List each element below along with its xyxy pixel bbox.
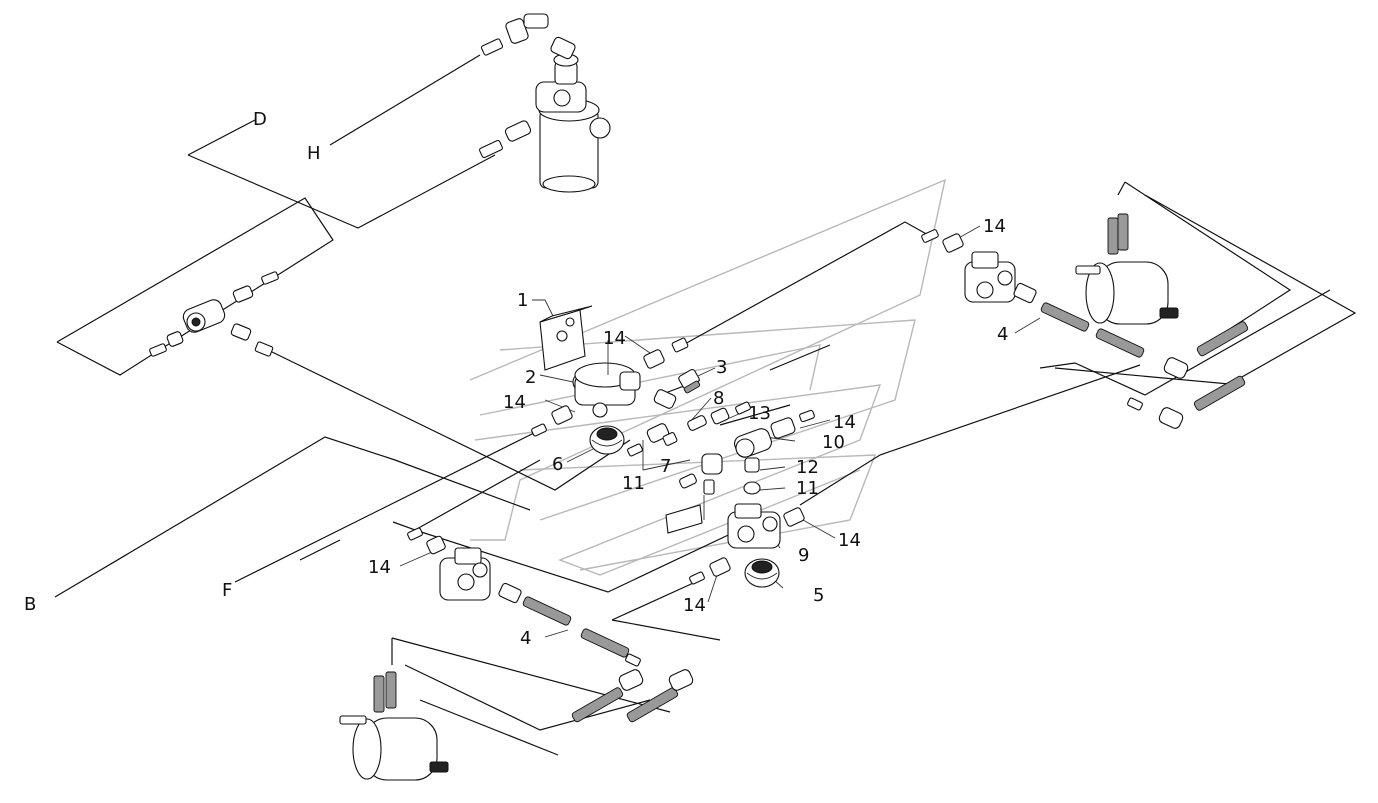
callout-11-left: 11 [622, 473, 645, 494]
callout-14-bottom: 14 [683, 595, 706, 616]
callout-14-right-low: 14 [838, 530, 861, 551]
valve-right [921, 229, 1037, 304]
callout-4-left: 4 [520, 628, 531, 649]
valve-part-2 [572, 340, 641, 418]
callout-4-right: 4 [997, 324, 1008, 345]
callout-5: 5 [813, 585, 824, 606]
fittings-lower-center [689, 557, 731, 585]
fitting-top-left [479, 38, 532, 159]
callout-13: 13 [748, 403, 771, 424]
connection-h: H [307, 143, 321, 164]
brake-chamber-left [339, 671, 449, 781]
callout-1: 1 [517, 290, 528, 311]
callout-labels: 1 2 3 4 4 5 6 7 8 9 10 11 11 12 13 14 14… [24, 109, 1008, 649]
tee-fitting-left [149, 271, 279, 357]
callout-14-right-mid: 14 [833, 412, 856, 433]
bracket-part-1 [539, 305, 593, 371]
leader-lines [399, 225, 1041, 638]
callout-14-center: 14 [603, 328, 626, 349]
relay-valve-top [535, 53, 611, 193]
callout-14-right-top: 14 [983, 216, 1006, 237]
valve-left-lower [407, 527, 522, 604]
tee-part-10 [734, 409, 815, 458]
parts-12-11 [743, 457, 761, 495]
connection-f: F [222, 580, 232, 601]
callout-2: 2 [525, 367, 536, 388]
part-7-fitting [679, 453, 723, 495]
callout-11-right: 11 [796, 478, 819, 499]
callout-9: 9 [798, 545, 809, 566]
callout-14-left-low: 14 [368, 557, 391, 578]
bracket-lower [665, 495, 705, 534]
hoses-right [1040, 302, 1249, 429]
callout-3: 3 [716, 357, 727, 378]
connection-d: D [253, 109, 267, 130]
diaphragm-part-6 [589, 425, 625, 455]
diaphragm-part-5 [744, 558, 780, 588]
valve-part-9 [727, 503, 805, 549]
callout-14-left-center: 14 [503, 392, 526, 413]
fittings-center [531, 337, 751, 457]
connection-b: B [24, 594, 36, 615]
elbow-fitting-top [505, 13, 576, 60]
brake-chamber-right [1075, 213, 1179, 325]
hoses-left [522, 596, 694, 723]
callout-6: 6 [552, 454, 563, 475]
callout-12: 12 [796, 457, 819, 478]
pipe-lines [54, 54, 1357, 756]
callout-8: 8 [713, 388, 724, 409]
callout-7: 7 [660, 456, 671, 477]
callout-10: 10 [822, 432, 845, 453]
